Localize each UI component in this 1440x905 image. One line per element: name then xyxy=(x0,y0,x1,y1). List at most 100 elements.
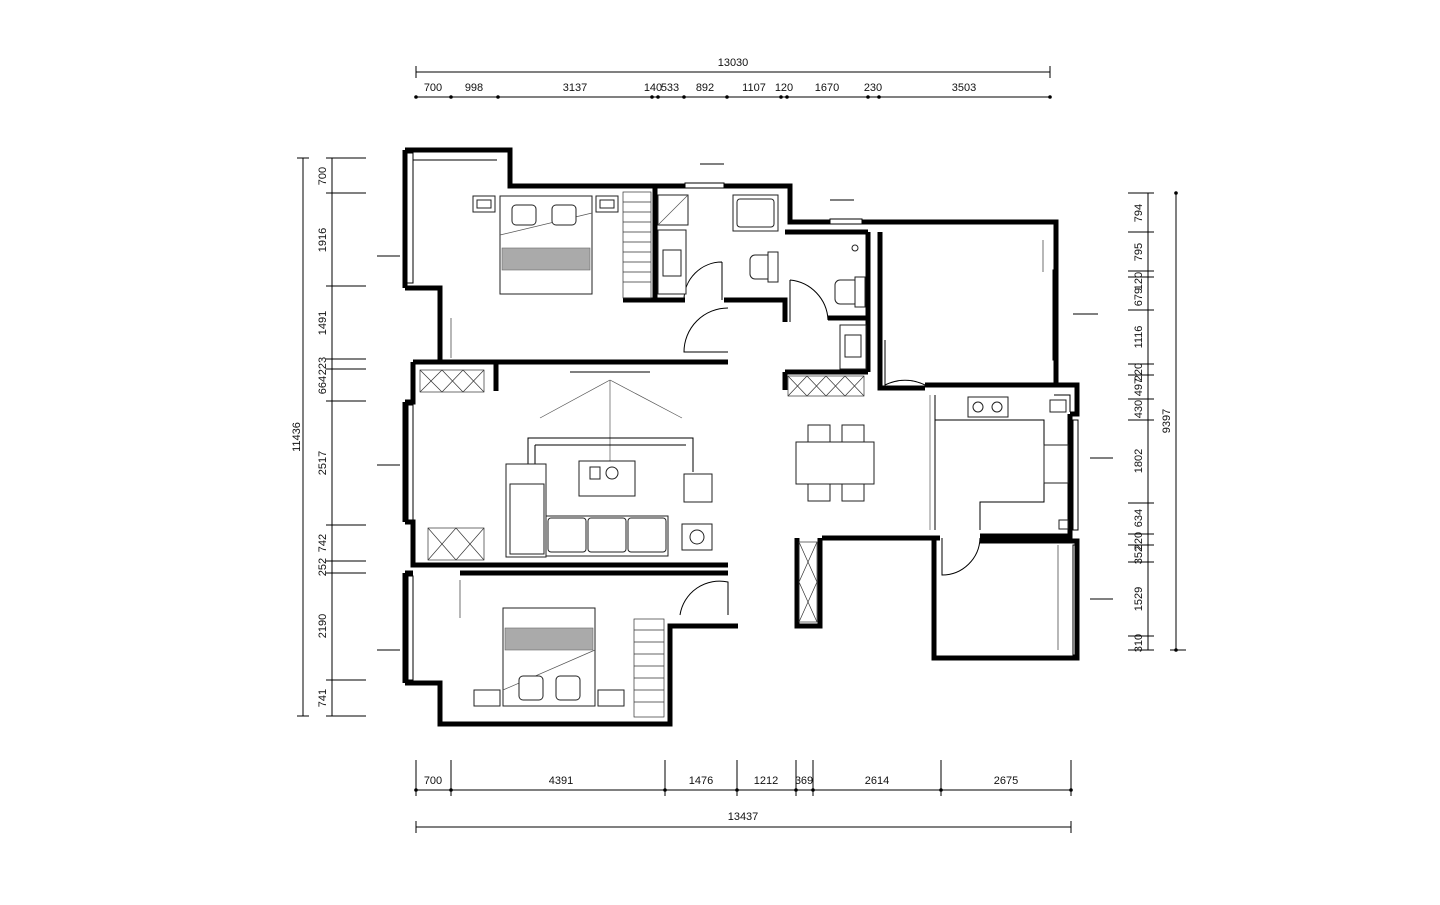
toilet-tank xyxy=(767,251,779,283)
burner-icon xyxy=(972,401,984,413)
cabinet-x xyxy=(798,541,818,583)
master-bedroom-furniture xyxy=(450,191,652,358)
bottom-dimensions: 700 4391 1476 1212 369 2614 2675 13437 xyxy=(414,760,1073,833)
sofa-seat xyxy=(627,517,667,553)
pillow xyxy=(511,204,537,226)
bottom-dim-6: 2675 xyxy=(994,775,1018,787)
right-dim-11: 352 xyxy=(1133,546,1145,564)
bottom-dim-4: 369 xyxy=(795,775,813,787)
left-dim-0: 700 xyxy=(317,167,329,185)
nightstand-lamp xyxy=(476,199,492,209)
bed-fold xyxy=(499,212,593,236)
right-dim-9: 634 xyxy=(1133,509,1145,527)
bed-fold xyxy=(502,649,596,691)
windows xyxy=(406,152,1079,681)
bed-blanket xyxy=(501,247,591,271)
table-decor xyxy=(605,466,619,480)
left-dim-6: 742 xyxy=(317,534,329,552)
cabinet-x xyxy=(844,375,865,397)
cabinet-x xyxy=(787,375,808,397)
door-bath2 xyxy=(789,279,829,322)
door-master-bedroom xyxy=(683,307,729,353)
dining-chair xyxy=(807,483,831,502)
left-dim-8: 2190 xyxy=(317,614,329,638)
top-ticks xyxy=(414,95,1052,99)
se-window xyxy=(1072,544,1079,656)
bottom-total-label: 13437 xyxy=(728,811,759,823)
tick-dot xyxy=(682,95,686,99)
pillow xyxy=(555,675,581,701)
tick-dot xyxy=(1174,191,1178,195)
right-dim-7: 430 xyxy=(1133,400,1145,418)
tall-cabinet xyxy=(798,541,818,623)
bath-window xyxy=(684,182,725,189)
bottom-dim-0: 700 xyxy=(424,775,442,787)
dining-chair xyxy=(841,483,865,502)
bottom-dim-1: 4391 xyxy=(549,775,573,787)
washer xyxy=(1049,399,1067,413)
nightstand xyxy=(473,689,501,707)
top-dim-10: 3503 xyxy=(952,82,976,94)
tick-dot xyxy=(866,95,870,99)
wall-kitchen-right xyxy=(980,414,1073,539)
cabinet-x xyxy=(825,375,846,397)
top-dim-9: 230 xyxy=(864,82,882,94)
bath2-window xyxy=(829,218,863,225)
left-dim-5: 2517 xyxy=(317,451,329,475)
tick-dot xyxy=(877,95,881,99)
left-dim-1: 1916 xyxy=(317,228,329,252)
right-dim-6: 497 xyxy=(1133,378,1145,396)
top-dim-4: 533 xyxy=(661,82,679,94)
wall-storage-south xyxy=(794,538,823,629)
sofa-cushion xyxy=(509,483,545,555)
wall-bath1-bottom-right xyxy=(724,297,788,322)
door-kitchen-balcony xyxy=(1054,394,1071,412)
top-dim-8: 1670 xyxy=(815,82,839,94)
wall-master-bedroom xyxy=(500,147,658,303)
tick-dot xyxy=(449,95,453,99)
cabinet-x xyxy=(455,527,485,561)
lamp-icon xyxy=(689,529,705,545)
tick-dot xyxy=(650,95,654,99)
tick-dot xyxy=(414,95,418,99)
cabinet-x xyxy=(798,581,818,623)
sideboard xyxy=(787,375,865,397)
left-dim-3: 223 xyxy=(317,357,329,375)
bed-blanket xyxy=(504,627,594,651)
cabinet xyxy=(419,369,485,393)
wall-master-bedroom-south xyxy=(405,285,728,365)
rug xyxy=(527,437,694,472)
bottom-dim-3: 1212 xyxy=(754,775,778,787)
coffee-table xyxy=(578,460,636,497)
dining-chair xyxy=(807,424,831,443)
pillow xyxy=(518,675,544,701)
wall-ne-bedroom-left xyxy=(877,232,925,391)
table-decor xyxy=(589,466,601,480)
ne-window xyxy=(1052,269,1059,361)
wall-living-bottom xyxy=(405,519,728,568)
armchair xyxy=(683,473,713,503)
tick-dot xyxy=(725,95,729,99)
cabinet-x xyxy=(462,369,485,393)
left-dim-9: 741 xyxy=(317,689,329,707)
living-room-furniture xyxy=(419,369,713,561)
right-ticks xyxy=(1128,192,1154,651)
cabinet-x xyxy=(427,527,457,561)
right-dim-8: 1802 xyxy=(1133,449,1145,473)
nightstand xyxy=(597,689,625,707)
top-dim-2: 3137 xyxy=(563,82,587,94)
wall-ne-bedroom xyxy=(862,219,1059,386)
doors xyxy=(679,261,1071,616)
nightstand-lamp xyxy=(599,199,615,209)
right-dimensions: 794 795 120 679 1116 220 497 430 1802 63… xyxy=(700,163,1186,652)
bottom-dim-5: 2614 xyxy=(865,775,889,787)
left-dim-2: 1491 xyxy=(317,311,329,335)
right-dim-13: 310 xyxy=(1133,634,1145,652)
tick-dot xyxy=(785,95,789,99)
kitchen-window xyxy=(1072,419,1079,531)
wall-se-bedroom xyxy=(931,538,1080,661)
door-ne-bedroom xyxy=(884,340,926,386)
vanity xyxy=(839,324,867,370)
left-dim-7: 252 xyxy=(317,558,329,576)
